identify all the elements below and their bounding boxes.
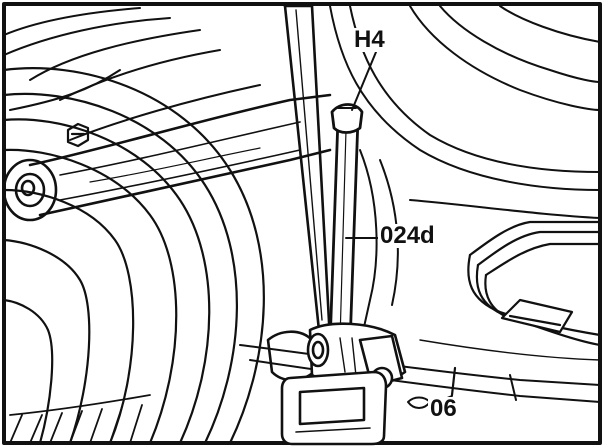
jack-base <box>280 370 388 446</box>
callout-h4: H4 <box>352 26 387 53</box>
callout-024d: 024d <box>378 222 437 249</box>
spring-strands <box>3 7 261 141</box>
nut-06 <box>407 396 431 409</box>
strut <box>283 4 332 342</box>
support-rod <box>328 103 364 347</box>
body-panel <box>329 5 601 346</box>
callout-06: 06 <box>428 395 459 422</box>
leader-h4 <box>351 51 377 111</box>
pipe-lines <box>467 220 602 347</box>
tire-drawing <box>2 67 265 445</box>
arm-bushing <box>2 158 58 222</box>
bolt-head <box>66 122 90 148</box>
control-arm <box>28 93 332 217</box>
